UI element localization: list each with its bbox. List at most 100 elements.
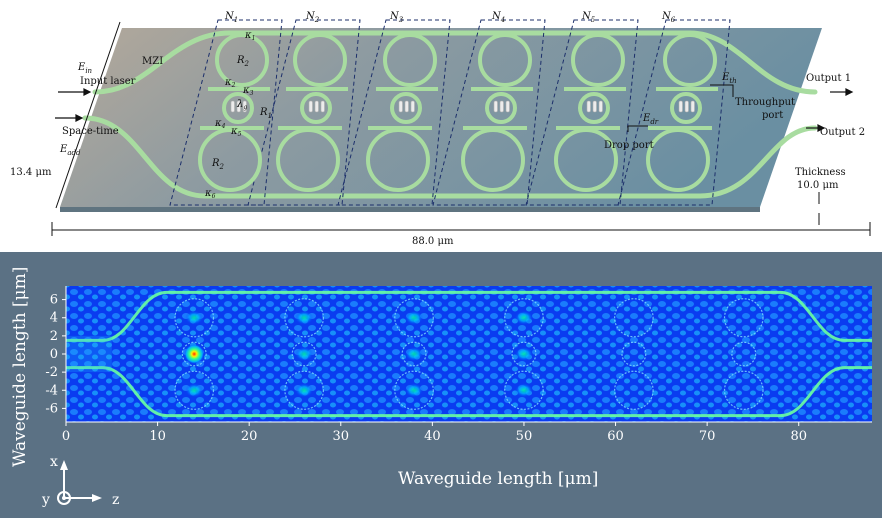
y-tick-label: 4: [50, 311, 58, 326]
field-ring-unit-4: [504, 298, 544, 410]
schematic-svg: N1 N2 N3 N4 N5 N6 MZI Ein Input laser Sp…: [10, 11, 871, 247]
thickness-label: Thickness: [795, 167, 846, 178]
unit-label-2: N2: [305, 11, 320, 24]
nanoparticle: [242, 100, 247, 113]
large-ring-top: [215, 33, 269, 87]
field-ring: [621, 341, 647, 367]
field-ring: [291, 341, 317, 367]
nanoparticle: [592, 100, 597, 113]
small-ring: [578, 92, 610, 124]
input-mode-glow: [66, 335, 112, 373]
nanoparticle: [410, 100, 415, 113]
field-ring: [181, 341, 207, 367]
small-ring: [300, 92, 332, 124]
nanoparticle: [678, 100, 683, 113]
large-ring-top: [663, 33, 717, 87]
field-ring: [284, 370, 324, 410]
lower-waveguide-arm: [82, 115, 818, 199]
field-ring-unit-2: [284, 298, 324, 410]
lambda-g-label: λg: [236, 99, 247, 111]
space-time-label: Space-time: [62, 126, 119, 137]
unit-box-5: [525, 19, 639, 206]
field-ring: [401, 341, 427, 367]
field-ring: [394, 298, 434, 338]
nanoparticle: [308, 100, 313, 113]
unit-label-3: N3: [389, 11, 404, 24]
throughput-port-label: port: [762, 110, 783, 121]
x-tick-label: 70: [699, 429, 716, 444]
nanoparticles: [398, 100, 415, 113]
throughput-label: Throughput: [735, 97, 795, 108]
nanoparticle: [499, 100, 504, 113]
large-ring-bottom: [276, 128, 340, 192]
x-tick-label: 0: [62, 429, 70, 444]
field-mode-spot: [405, 310, 424, 325]
x-tick-label: 20: [241, 429, 258, 444]
y-tick-label: -2: [45, 365, 58, 380]
output-1-arrowhead: [845, 88, 854, 96]
x-tick-label: 30: [332, 429, 349, 444]
nanoparticles: [308, 100, 325, 113]
triad-y-circle: [57, 491, 71, 505]
nanoparticle: [493, 100, 498, 113]
y-tick-label: -4: [45, 383, 58, 398]
large-ring-bottom: [198, 128, 262, 192]
nanoparticles: [230, 100, 247, 113]
field-ring-unit-6: [723, 298, 764, 410]
nanoparticle: [505, 100, 510, 113]
ring-unit-2: [276, 33, 348, 192]
field-ring: [394, 370, 434, 410]
throughput-pointer: [710, 84, 734, 97]
small-ring: [670, 92, 702, 124]
field-ring: [723, 370, 764, 410]
small-ring: [390, 92, 422, 124]
e-add-label: Eadd: [59, 144, 81, 157]
triad-y-label: y: [41, 492, 50, 508]
y-tick-label: 2: [50, 329, 58, 344]
field-hotspot: [184, 344, 205, 364]
x-tick-label: 40: [424, 429, 441, 444]
field-ring: [731, 341, 757, 367]
kappa-5-label: κ5: [230, 126, 242, 138]
small-ring: [485, 92, 517, 124]
unit-box-6: [617, 19, 731, 206]
x-tick-label: 10: [149, 429, 166, 444]
unit-boxes: [169, 19, 731, 206]
field-mode-spot: [295, 310, 314, 325]
large-ring-top: [478, 33, 532, 87]
triad-y-dot: [62, 496, 66, 500]
input-laser-label: Input laser: [80, 76, 136, 87]
output-2-arrowhead: [817, 124, 826, 132]
nanoparticle: [320, 100, 325, 113]
height-dimension-line: [55, 21, 121, 209]
field-upper-arm: [66, 290, 872, 342]
coordinate-triad: [57, 460, 102, 505]
ring-unit-1: [198, 33, 270, 192]
field-ring: [723, 298, 764, 338]
r1-label: R1: [259, 107, 272, 120]
unit-label-5: N5: [581, 11, 596, 24]
upper-waveguide-arm: [92, 30, 818, 95]
field-ring: [614, 298, 654, 338]
field-mode-spot: [185, 383, 204, 398]
space-time-arrowhead: [75, 114, 84, 122]
unit-box-1: [169, 19, 283, 206]
x-tick-label: 60: [607, 429, 624, 444]
large-ring-top: [293, 33, 347, 87]
large-ring-bottom: [366, 128, 430, 192]
y-tick-label: 0: [50, 347, 58, 362]
unit-box-3: [337, 19, 451, 206]
e-th-label: Eth: [721, 72, 737, 85]
x-tick-label: 80: [790, 429, 807, 444]
unit-label-1: N1: [224, 11, 238, 24]
field-mode-spot: [405, 347, 424, 361]
nanoparticle: [404, 100, 409, 113]
field-mode-spot: [405, 383, 424, 398]
kappa-4-label: κ4: [214, 118, 226, 130]
field-ring: [174, 370, 215, 410]
y-tick-label: -6: [45, 401, 58, 416]
unit-box-2: [247, 19, 361, 206]
nanoparticle: [236, 100, 241, 113]
